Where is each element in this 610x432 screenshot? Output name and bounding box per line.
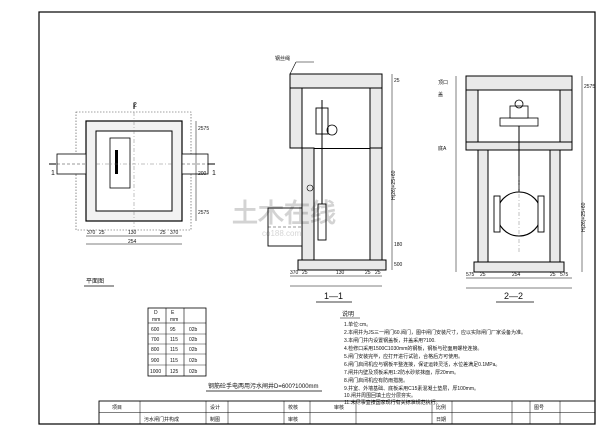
section1-dim-2: 25 xyxy=(302,270,308,276)
table-cell: 125 xyxy=(170,369,179,375)
section-2-2: 顶口 盖 底A 2575 H(26)+25+60 575 25 254 25 5… xyxy=(438,75,595,303)
table-cell: 02b xyxy=(189,347,198,353)
section2-dim-3: 254 xyxy=(512,272,521,278)
table-cell: 600 xyxy=(151,327,160,333)
note-item: 8.闸门启闭机应有防雨措施。 xyxy=(344,377,408,384)
plan-side-dim-3: 2575 xyxy=(198,210,209,216)
table-cell: 700 xyxy=(151,337,160,343)
note-item: 1.单位:cm。 xyxy=(344,321,371,328)
title-block-draw: 制图 xyxy=(210,416,220,423)
table-cell: 115 xyxy=(170,337,178,343)
table-unit-e: mm xyxy=(170,317,178,323)
table-unit-d: mm xyxy=(152,317,160,323)
note-item: 10.闸井周围回填土应分层夯实。 xyxy=(344,392,416,399)
section1-dim-3: 130 xyxy=(336,270,345,276)
table-cell: 900 xyxy=(151,358,160,364)
title-block-drawing-no: 图号 xyxy=(534,405,544,411)
section1-dim-4: 25 xyxy=(365,270,371,276)
table-cell: 02b xyxy=(189,369,198,375)
plan-dim-total: 254 xyxy=(128,239,137,245)
plan-dim-2: 25 xyxy=(99,230,105,236)
dimension-table: D E mm mm 600 95 02b 700 115 02b 800 115… xyxy=(147,307,207,377)
table-cell: 115 xyxy=(170,358,178,364)
notes-block: 说明 1.单位:cm。 2.本闸井为JS三一闸门60.阀门，图中闸门安装尺寸，应… xyxy=(340,310,526,406)
title-block-scale: 比例 xyxy=(436,404,446,411)
note-item: 5.闸门安装完毕，应打开进行试验，合格后方可使用。 xyxy=(344,353,463,360)
table-cell: 800 xyxy=(151,347,160,353)
table-header-d: D xyxy=(154,310,158,316)
plan-side-dim-2: 200 xyxy=(198,171,207,177)
note-item: 3.本闸门井内设置钢盖板，井盖采用?100. xyxy=(344,337,436,344)
title-block-approve: 审核 xyxy=(288,416,298,423)
section1-side-dim-4: 500 xyxy=(394,262,403,268)
title-block-review: 审核 xyxy=(334,404,344,411)
drawing-caption: 钢筋砼手电两用污水闸井D=600?1000mm xyxy=(208,382,319,390)
section1-side-dim-1: 25 xyxy=(394,78,400,84)
table-cell: 95 xyxy=(170,327,176,333)
section1-callout: 钢丝绳 xyxy=(275,55,290,62)
section2-dim-5: 575 xyxy=(560,272,569,278)
svg-text:2: 2 xyxy=(133,102,137,109)
plan-dim-3: 130 xyxy=(128,230,137,236)
notes-title: 说明 xyxy=(342,310,354,318)
note-item: 4.检修口采用1500C1030mm的钢板，钢板与砼面用螺栓连接。 xyxy=(344,345,482,352)
table-cell: 115 xyxy=(170,347,178,353)
section2-label-1: 顶口 xyxy=(438,80,448,86)
section1-side-dim-3: 180 xyxy=(394,242,403,248)
table-cell: 02b xyxy=(189,327,198,333)
table-cell: 02b xyxy=(189,337,198,343)
section2-label-2: 盖 xyxy=(438,91,443,98)
section2-dim-2: 25 xyxy=(480,272,486,278)
title-block-design: 设计 xyxy=(210,404,220,411)
plan-side-dim-1: 2575 xyxy=(198,126,209,132)
section1-side-dim-2: H(26)+25+60 xyxy=(391,170,397,200)
section2-title: 2—2 xyxy=(504,291,523,301)
section2-label-3: 底A xyxy=(438,145,447,152)
plan-view-title: 平面图 xyxy=(86,278,104,285)
plan-dim-1: 370 xyxy=(87,230,96,236)
note-item: 6.闸门启闭机应与钢板平整连接，保证运转灵活，水位差满足0.1MPa。 xyxy=(344,361,500,368)
plan-view: 1 1 2 370 25 130 25 370 254 2575 200 257… xyxy=(49,102,216,287)
plan-dim-5: 370 xyxy=(170,230,179,236)
section2-dim-4: 25 xyxy=(550,272,556,278)
title-block-check: 校核 xyxy=(288,404,298,411)
note-item: 11.未尽事宜按国家现行有关标准规范执行。 xyxy=(344,399,441,406)
section1-dim-1: 370 xyxy=(290,270,299,276)
watermark-text: 土木在线 xyxy=(232,198,336,228)
svg-text:1: 1 xyxy=(51,170,55,177)
title-block: 项目 设计 校核 审核 比例 图号 污水闸门井构成 制图 审核 日期 xyxy=(98,400,596,425)
title-block-project-label: 项目 xyxy=(112,405,122,411)
section2-side-dim-2: H(26)+25+60 xyxy=(581,202,587,232)
note-item: 7.闸井内壁及顶板采用1:2防水砂浆抹面，厚20mm。 xyxy=(344,369,459,376)
table-cell: 02b xyxy=(189,358,198,364)
note-item: 2.本闸井为JS三一闸门60.阀门，图中闸门安装尺寸，应以实际闸门厂家设备为准。 xyxy=(344,329,526,336)
plan-dim-4: 25 xyxy=(160,230,166,236)
table-header-e: E xyxy=(171,310,175,316)
note-item: 9.井室、外墙基础、底板采用C15素混凝土垫层，厚100mm。 xyxy=(344,385,479,392)
section1-dim-5: 25 xyxy=(375,270,381,276)
section1-title: 1—1 xyxy=(324,291,343,301)
watermark: 土木在线 co188.com xyxy=(232,198,336,238)
watermark-sub: co188.com xyxy=(262,229,301,238)
table-cell: 1000 xyxy=(150,369,161,375)
title-block-date: 日期 xyxy=(436,417,446,423)
section2-side-dim-1: 2575 xyxy=(584,84,595,90)
section-1-1: 钢丝绳 25 H(26)+25+60 180 500 370 25 130 25… xyxy=(267,55,403,303)
title-block-drawing-name: 污水闸门井构成 xyxy=(144,416,179,423)
svg-text:1: 1 xyxy=(212,170,216,177)
section2-dim-1: 575 xyxy=(466,272,475,278)
